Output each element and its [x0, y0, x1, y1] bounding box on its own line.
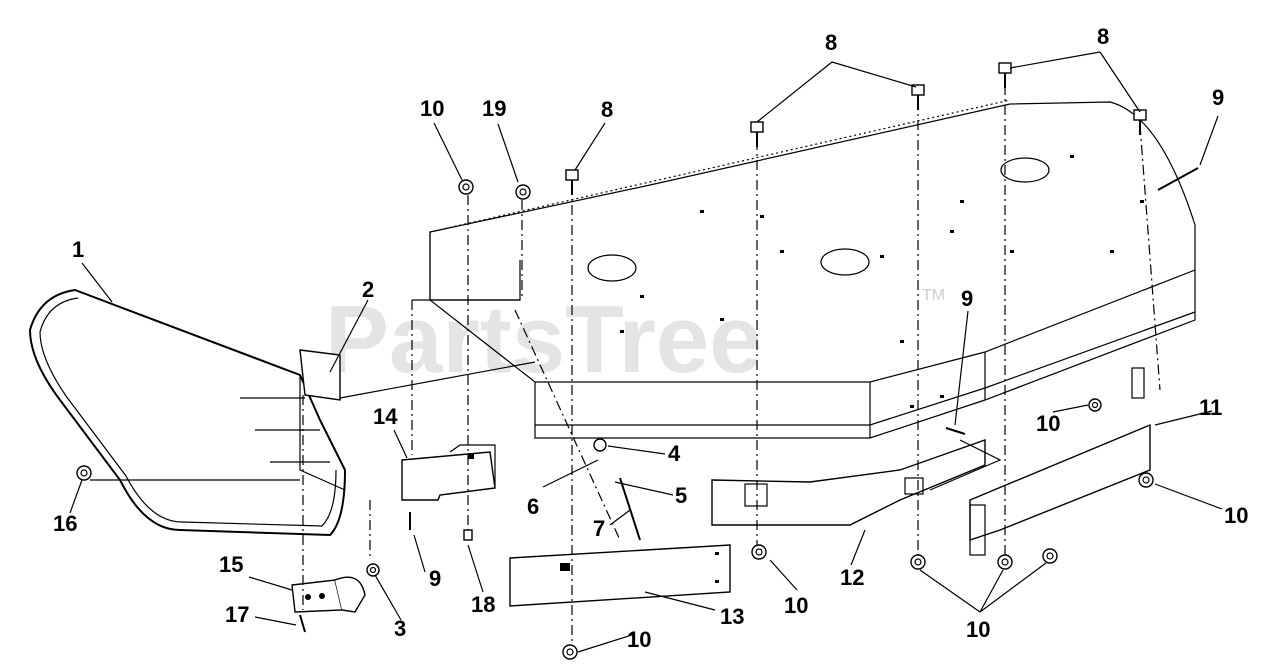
- callout-5: 5: [675, 483, 687, 508]
- callout-18: 18: [471, 592, 495, 617]
- callout-12: 12: [840, 565, 864, 590]
- callout-10-right: 10: [1036, 411, 1060, 436]
- callout-9-rear: 9: [1212, 85, 1224, 110]
- callout-9-right: 9: [961, 286, 973, 311]
- callout-4: 4: [668, 441, 681, 466]
- part-1-front-guard: [28, 288, 347, 537]
- callout-8-deck-rear: 8: [1097, 24, 1109, 49]
- callout-10-far-right: 10: [1224, 503, 1248, 528]
- callout-10-bottom: 10: [627, 627, 651, 652]
- callout-1: 1: [72, 237, 84, 262]
- callout-13: 13: [720, 604, 744, 629]
- callout-16: 16: [53, 511, 77, 536]
- callout-11: 11: [1199, 395, 1222, 420]
- part-14-bracket: [401, 444, 496, 501]
- part-12-baffle: [711, 439, 986, 526]
- callout-7: 7: [593, 516, 605, 541]
- leader-lines: [69, 51, 1223, 653]
- hardware-bolts: [299, 62, 1199, 633]
- watermark-text: PartsTree: [325, 286, 763, 393]
- mower-deck: [429, 99, 1196, 439]
- callout-9-bracket: 9: [429, 566, 441, 591]
- callout-17: 17: [225, 602, 249, 627]
- callout-14: 14: [373, 404, 398, 429]
- callout-8-deck-front: 8: [825, 30, 837, 55]
- callout-10-group: 10: [966, 617, 990, 642]
- callout-10-center: 10: [784, 593, 808, 618]
- callout-2: 2: [362, 277, 374, 302]
- assembly-lines: [302, 85, 1161, 650]
- part-11-rear-baffle: [929, 367, 1151, 556]
- callout-6: 6: [527, 494, 539, 519]
- hardware-nuts: [76, 179, 1154, 660]
- callout-19: 19: [482, 96, 506, 121]
- callout-8-left: 8: [601, 97, 613, 122]
- part-15-clamp: [291, 576, 366, 613]
- part-2-bracket: [240, 349, 536, 463]
- watermark-trademark: TM: [922, 287, 945, 304]
- callout-15: 15: [219, 552, 243, 577]
- callout-10-top: 10: [420, 96, 444, 121]
- callout-3: 3: [394, 616, 406, 641]
- part-13-plate: [509, 544, 731, 607]
- callout-labels: 1 2 3 4 5 6 7 8 8 8 9 9 9 10 10 10 10 10…: [53, 24, 1248, 652]
